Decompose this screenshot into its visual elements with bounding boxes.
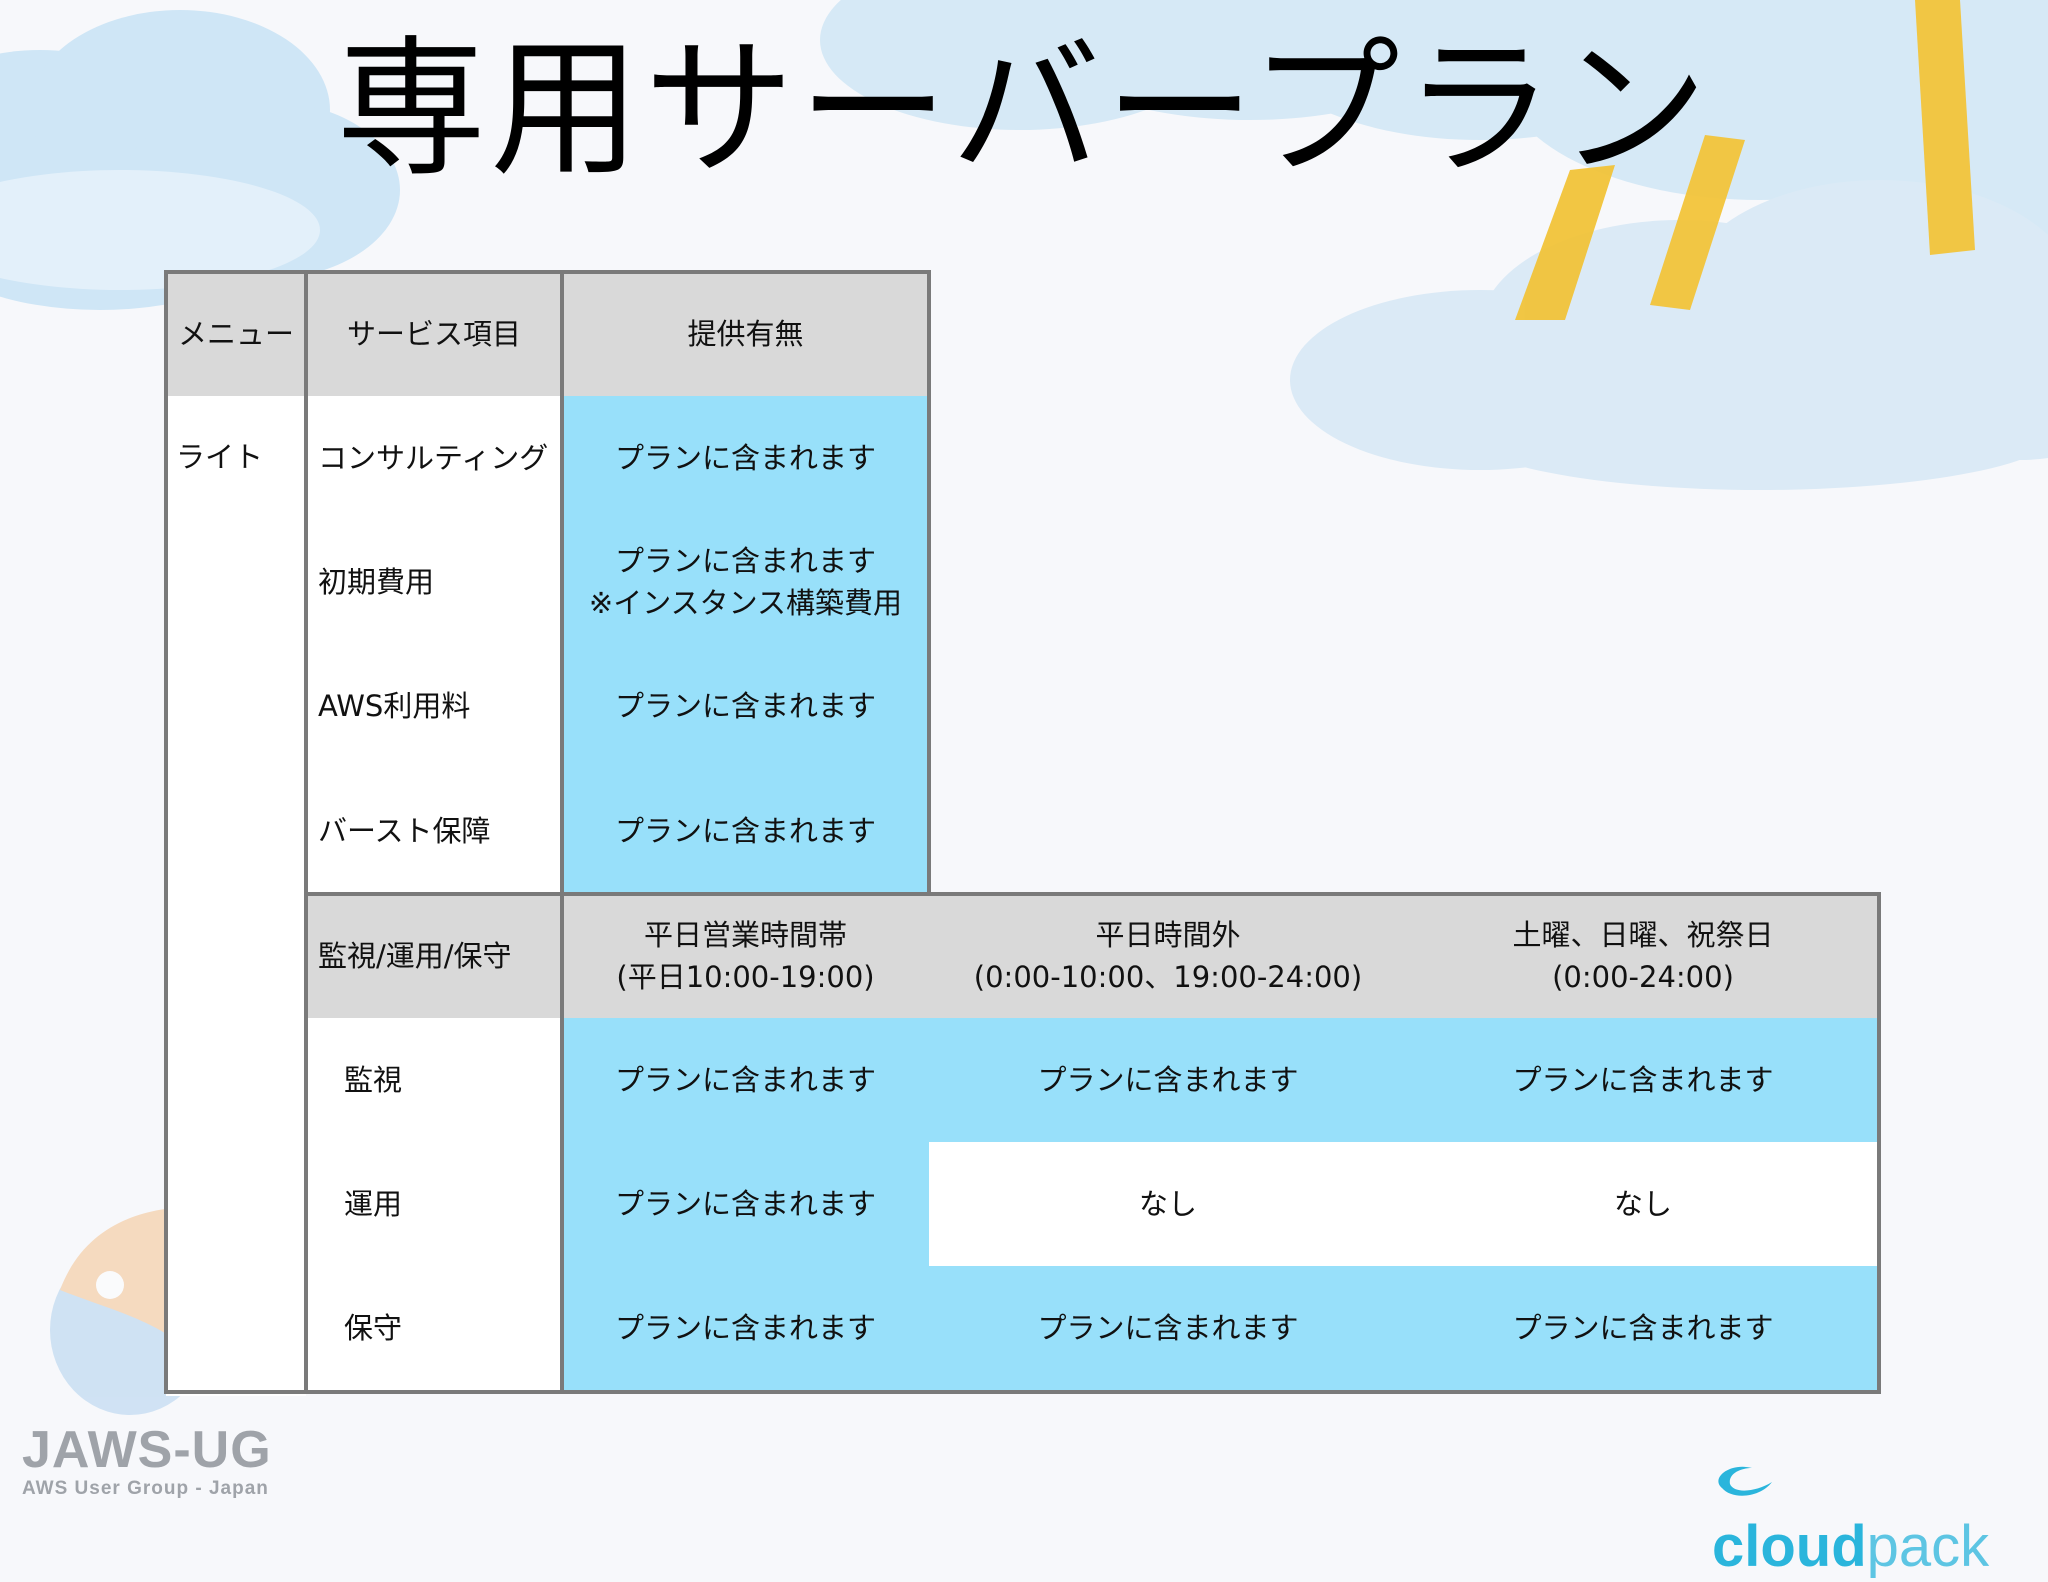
cloudpack-swirl-icon	[1718, 1466, 1772, 1496]
table-divider-menu	[304, 270, 308, 1394]
operation-weekday: プランに含まれます	[562, 1142, 929, 1266]
header-menu: メニュー	[166, 272, 306, 396]
service-consulting: コンサルティング	[306, 396, 562, 520]
weekday-label: 平日営業時間帯	[643, 918, 847, 952]
monitor-header-offhours: 平日時間外 (0:00-10:00、19:00-24:00)	[929, 894, 1407, 1018]
holiday-hours: (0:00-24:00)	[1552, 960, 1734, 994]
monitor-header-label: 監視/運用/保守	[306, 894, 562, 1018]
table-border-lower-right	[1877, 892, 1881, 1394]
service-initial-cost: 初期費用	[306, 520, 562, 644]
service-monitoring: 監視	[306, 1018, 562, 1142]
value-initial-cost-line1: プランに含まれます	[614, 544, 876, 578]
menu-light: ライト	[166, 396, 306, 1396]
monitoring-holiday: プランに含まれます	[1407, 1018, 1879, 1142]
maintenance-offhours: プランに含まれます	[929, 1266, 1407, 1390]
value-initial-cost: プランに含まれます ※インスタンス構築費用	[562, 520, 929, 644]
table-border-left	[164, 270, 168, 1394]
operation-holiday: なし	[1407, 1142, 1879, 1266]
page-title: 専用サーバープラン	[336, 23, 1712, 197]
table-border-upper-right	[927, 270, 931, 896]
service-operation: 運用	[306, 1142, 562, 1266]
monitoring-weekday: プランに含まれます	[562, 1018, 929, 1142]
jaws-ug-logo-main: JAWS-UG	[22, 1421, 272, 1479]
value-aws-fee: プランに含まれます	[562, 644, 929, 768]
value-initial-cost-line2: ※インスタンス構築費用	[588, 586, 903, 620]
maintenance-holiday: プランに含まれます	[1407, 1266, 1879, 1390]
jaws-ug-logo-sub: AWS User Group - Japan	[22, 1478, 269, 1499]
service-burst: バースト保障	[306, 768, 562, 894]
offhours-hours: (0:00-10:00、19:00-24:00)	[973, 960, 1363, 994]
background-illustration	[0, 0, 2048, 1415]
header-service: サービス項目	[306, 272, 562, 396]
value-consulting: プランに含まれます	[562, 396, 929, 520]
cloudpack-logo-cloud: cloud	[1712, 1514, 1867, 1579]
jaws-ug-logo: JAWS-UG AWS User Group - Japan	[22, 1422, 272, 1500]
monitoring-offhours: プランに含まれます	[929, 1018, 1407, 1142]
table-divider-service	[560, 270, 564, 1394]
service-aws-fee: AWS利用料	[306, 644, 562, 768]
value-burst: プランに含まれます	[562, 768, 929, 894]
monitor-header-weekday: 平日営業時間帯 (平日10:00-19:00)	[562, 894, 929, 1018]
maintenance-weekday: プランに含まれます	[562, 1266, 929, 1390]
table-border-middle	[304, 892, 1881, 896]
operation-offhours: なし	[929, 1142, 1407, 1266]
cloudpack-logo-pack: pack	[1866, 1514, 1990, 1579]
header-provided: 提供有無	[562, 272, 929, 396]
holiday-label: 土曜、日曜、祝祭日	[1512, 918, 1774, 952]
weekday-hours: (平日10:00-19:00)	[616, 960, 875, 994]
table-border-bottom	[164, 1390, 1881, 1394]
monitor-header-holiday: 土曜、日曜、祝祭日 (0:00-24:00)	[1407, 894, 1879, 1018]
offhours-label: 平日時間外	[1095, 918, 1241, 952]
cloudpack-logo: cloudpack	[1712, 1442, 2048, 1582]
table-border-top	[164, 270, 931, 274]
service-maintenance: 保守	[306, 1266, 562, 1390]
